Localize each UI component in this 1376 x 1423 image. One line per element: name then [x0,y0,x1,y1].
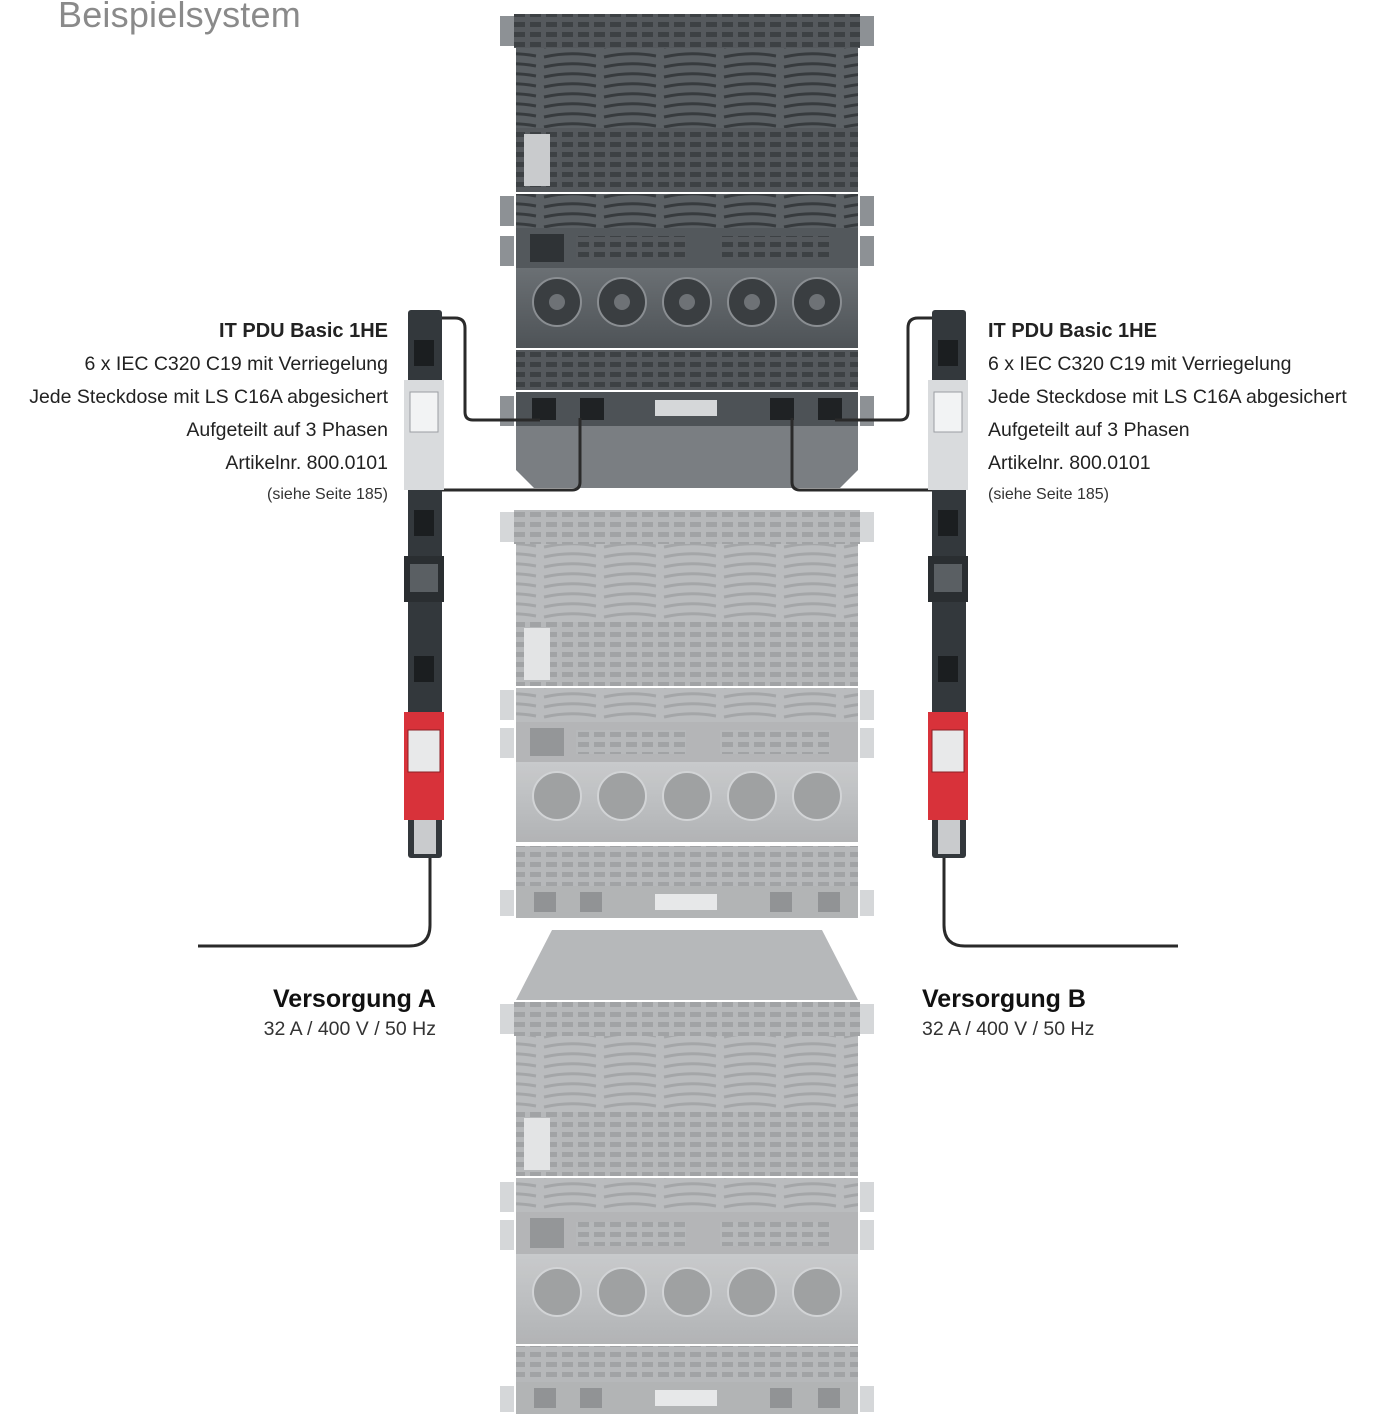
supply-a-heading: Versorgung A [273,985,436,1013]
pdu-left-line2: Jede Steckdose mit LS C16A abgesichert [29,386,388,408]
server-middle [500,510,874,918]
pdu-left-note: (siehe Seite 185) [267,486,388,503]
supply-b-spec: 32 A / 400 V / 50 Hz [922,1018,1095,1040]
pdu-right-line1: 6 x IEC C320 C19 mit Verriegelung [988,353,1292,375]
pdu-right-note: (siehe Seite 185) [988,486,1109,503]
server-top [500,14,874,488]
pdu-left [404,310,444,858]
supply-b-label: Versorgung B 32 A / 400 V / 50 Hz [922,985,1094,1041]
pdu-left-line3: Aufgeteilt auf 3 Phasen [186,419,388,441]
pdu-right-line3: Aufgeteilt auf 3 Phasen [988,419,1190,441]
pdu-right [928,310,968,858]
power-cables [198,316,1178,948]
pdu-left-line1: 6 x IEC C320 C19 mit Verriegelung [84,353,389,375]
server-bottom [500,930,874,1414]
supply-b-heading: Versorgung B [922,985,1086,1013]
page-title: Beispielsystem [58,0,301,35]
pdu-left-heading: IT PDU Basic 1HE [219,320,388,342]
pdu-right-heading: IT PDU Basic 1HE [988,320,1157,342]
pdu-right-line4: Artikelnr. 800.0101 [988,452,1151,474]
fan-row-middle [532,771,842,821]
pdu-left-line4: Artikelnr. 800.0101 [225,452,388,474]
pdu-left-description: IT PDU Basic 1HE 6 x IEC C320 C19 mit Ve… [29,315,388,510]
supply-a-label: Versorgung A 32 A / 400 V / 50 Hz [264,985,436,1041]
pdu-right-description: IT PDU Basic 1HE 6 x IEC C320 C19 mit Ve… [988,315,1347,510]
pdu-right-line2: Jede Steckdose mit LS C16A abgesichert [988,386,1347,408]
supply-a-spec: 32 A / 400 V / 50 Hz [263,1018,436,1040]
fan-row-bottom [532,1267,842,1317]
